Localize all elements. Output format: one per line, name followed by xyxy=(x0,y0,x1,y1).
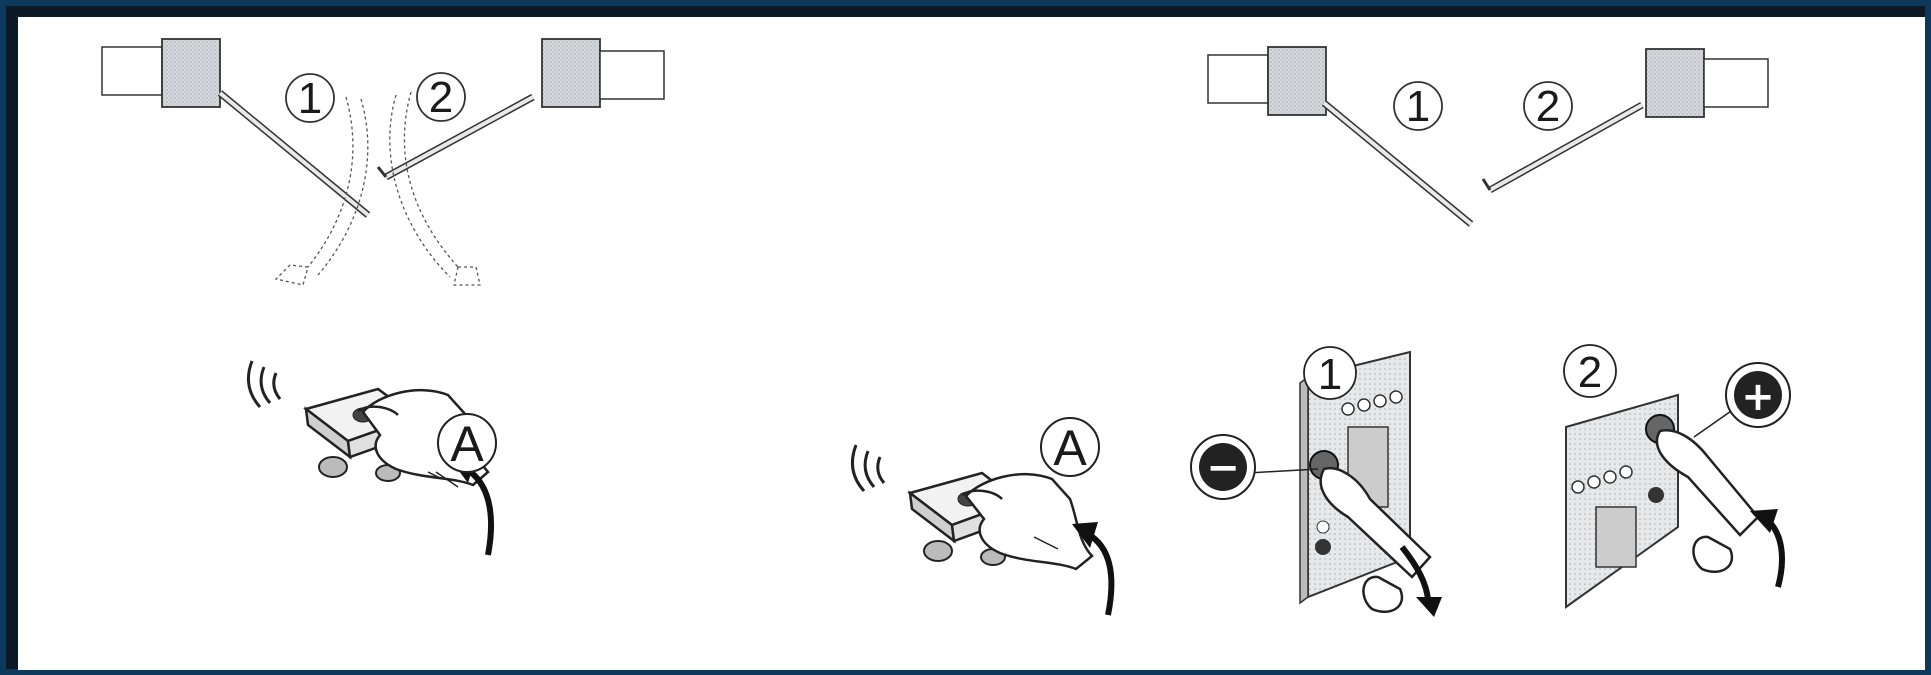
swing-arc-2-icon xyxy=(389,91,481,286)
leaf-1-label: 1 xyxy=(285,73,335,123)
left-gate-diagram: 1 2 xyxy=(101,38,665,286)
button-a-label: A xyxy=(427,413,497,488)
curved-arrow-icon xyxy=(1399,545,1442,617)
right-gate-diagram: 1 2 xyxy=(1207,46,1769,227)
curved-arrow-icon xyxy=(1750,509,1785,588)
gate-motor-right-icon xyxy=(1645,48,1769,118)
gate-leaf-2-icon xyxy=(376,93,535,181)
svg-text:2: 2 xyxy=(429,73,453,122)
step-2-label: 2 xyxy=(1563,344,1617,398)
gate-motor-left-icon xyxy=(101,38,221,108)
right-remote-press: A xyxy=(850,417,1115,616)
gate-motor-right-icon xyxy=(541,38,665,108)
gate-leaf-2-icon xyxy=(1481,101,1644,194)
leaf-1-label: 1 xyxy=(1393,81,1443,131)
svg-text:1: 1 xyxy=(1318,350,1342,399)
control-board-plus: + 2 xyxy=(1563,344,1791,609)
instruction-diagram: 1 2 xyxy=(101,38,1791,617)
swing-arc-1-icon xyxy=(274,96,369,286)
control-board-minus: − 1 xyxy=(1190,346,1442,617)
svg-text:+: + xyxy=(1741,374,1775,420)
signal-waves-icon xyxy=(246,360,282,409)
hand-icon xyxy=(961,472,1094,571)
diagram-panel: 1 2 xyxy=(18,17,1925,670)
step-1-label: 1 xyxy=(1303,346,1357,400)
gate-leaf-1-icon xyxy=(1321,100,1474,227)
svg-text:−: − xyxy=(1206,445,1240,491)
svg-text:2: 2 xyxy=(1578,348,1602,397)
gate-leaf-1-icon xyxy=(217,90,371,218)
leaf-2-label: 2 xyxy=(1523,81,1573,131)
leaf-2-label: 2 xyxy=(416,72,466,122)
button-a-label: A xyxy=(1033,417,1100,550)
gate-motor-left-icon xyxy=(1207,46,1327,116)
svg-text:1: 1 xyxy=(298,74,322,123)
plus-icon: + xyxy=(1725,362,1791,428)
curved-arrow-icon xyxy=(1072,522,1115,616)
finger-press-icon xyxy=(1655,428,1760,574)
svg-text:2: 2 xyxy=(1536,82,1560,131)
svg-text:A: A xyxy=(1053,420,1087,476)
signal-waves-icon xyxy=(850,444,886,493)
svg-text:1: 1 xyxy=(1406,82,1430,131)
left-remote-press: A xyxy=(246,360,497,556)
minus-icon: − xyxy=(1190,434,1256,500)
svg-text:A: A xyxy=(450,416,484,472)
